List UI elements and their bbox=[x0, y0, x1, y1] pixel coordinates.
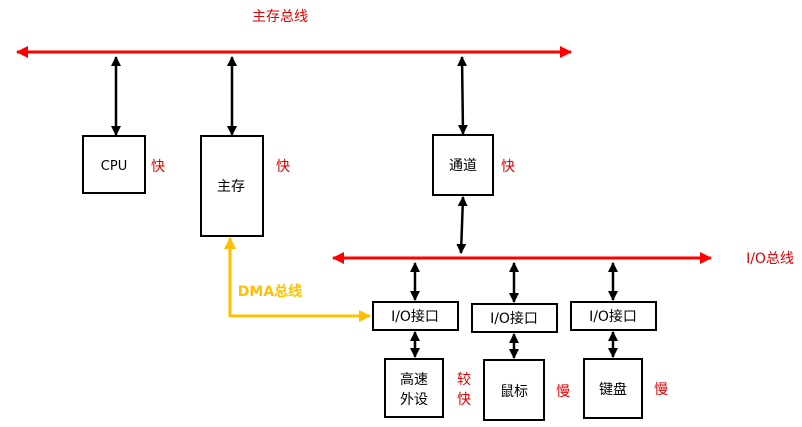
channel-label: 通道 bbox=[449, 158, 477, 174]
dma-bus-label: DMA总线 bbox=[238, 283, 302, 300]
memory-label: 主存 bbox=[217, 179, 245, 195]
device-2-label: 鼠标 bbox=[500, 384, 528, 400]
device-1-speed-line1: 较 bbox=[457, 372, 471, 388]
cpu-speed: 快 bbox=[151, 159, 165, 175]
device-2-box bbox=[483, 359, 545, 421]
io-bus-label: I/O总线 bbox=[746, 251, 794, 267]
device-1-label-line2: 外设 bbox=[400, 392, 428, 408]
io-port-3-box bbox=[570, 301, 657, 331]
channel-speed: 快 bbox=[501, 159, 515, 175]
device-1-label-line1: 高速 bbox=[400, 371, 428, 388]
channel-io-arrow bbox=[456, 196, 468, 254]
memory-box bbox=[200, 135, 264, 237]
io-port-3-label: I/O接口 bbox=[589, 308, 637, 325]
channel-bus-arrow bbox=[457, 56, 468, 135]
io-port-1-label: I/O接口 bbox=[391, 308, 439, 325]
device-1-speed-line2: 快 bbox=[457, 392, 471, 408]
io-port-2-label: I/O接口 bbox=[490, 310, 538, 327]
cpu-box bbox=[82, 135, 146, 194]
dma-bus-line bbox=[224, 237, 371, 322]
io-port-2-box bbox=[471, 303, 558, 333]
io-port-1-box bbox=[372, 301, 459, 331]
device-1-box bbox=[384, 358, 444, 418]
channel-box bbox=[432, 134, 494, 196]
device-2-speed: 慢 bbox=[556, 383, 570, 400]
cpu-label: CPU bbox=[101, 159, 127, 174]
device-3-speed: 慢 bbox=[654, 381, 668, 398]
memory-speed: 快 bbox=[276, 159, 290, 175]
main-bus-label: 主存总线 bbox=[252, 9, 308, 25]
device-3-box bbox=[583, 358, 643, 419]
device-3-label: 键盘 bbox=[599, 381, 627, 398]
